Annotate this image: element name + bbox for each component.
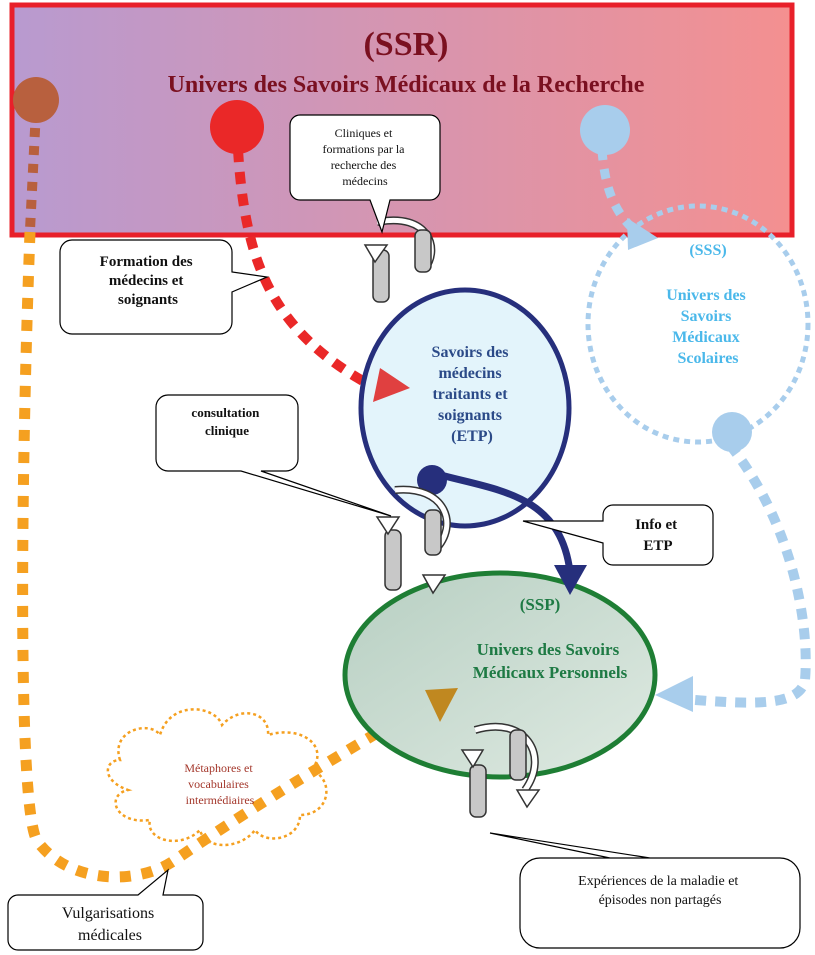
callout-info-etp-line-1: Info et <box>635 517 677 533</box>
svg-text:Info et ETP: Info et ETP <box>635 517 681 554</box>
callout-cliniques: Cliniques et formations par la recherche… <box>289 114 441 235</box>
callout-consultation-line-2: clinique <box>205 423 249 438</box>
callout-experiences: Expériences de la maladie et épisodes no… <box>489 832 801 949</box>
cloud-line-3: intermédiaires <box>186 793 255 807</box>
callout-consultation: consultation clinique <box>155 394 392 517</box>
ssp-ellipse <box>342 570 658 780</box>
etp-node <box>358 287 572 529</box>
cycle-icon-bottom <box>460 722 541 818</box>
cloud-line-1: Métaphores et <box>184 761 253 775</box>
callout-consultation-line-1: consultation <box>191 405 260 420</box>
cycle-icon-top <box>363 216 436 303</box>
sss-line-1: Univers des <box>666 287 746 304</box>
callout-vulgarisations-line-1: Vulgarisations <box>62 905 154 922</box>
cloud-line-2: vocabulaires <box>188 777 249 791</box>
etp-line-1: Savoirs des <box>432 344 509 361</box>
callout-vulgarisations-line-2: médicales <box>78 927 142 944</box>
etp-line-3: traitants et <box>432 386 508 403</box>
sss-dotted-circle <box>585 203 811 445</box>
ssp-line-2: Médicaux Personnels <box>473 663 628 682</box>
brown-dotted-path <box>25 109 41 231</box>
callout-info-etp-line-2: ETP <box>643 538 672 554</box>
callout-cliniques-line-4: médecins <box>342 174 388 188</box>
svg-text:Vulgarisations médicales: Vulgarisations médicales <box>62 905 158 944</box>
etp-line-2: médecins <box>438 365 501 382</box>
ssp-line-1: Univers des Savoirs <box>477 640 620 659</box>
callout-cliniques-line-3: recherche des <box>331 158 397 172</box>
callout-info-etp: Info et ETP <box>522 504 714 566</box>
callout-cliniques-line-1: Cliniques et <box>335 126 393 140</box>
red-arrowhead <box>373 368 410 402</box>
svg-text:Métaphores et vocabulair: Métaphores et vocabulaires intermédiaire… <box>184 761 255 807</box>
callout-formation-line-1: Formation des <box>100 254 193 270</box>
dotted-paths <box>17 109 811 883</box>
gold-arrowhead <box>425 688 458 722</box>
lightblue-dot-top <box>580 105 630 155</box>
lightblue-arrowhead-sss <box>627 218 658 250</box>
svg-text:Formation des médecins e: Formation des médecins et soignants <box>100 254 197 308</box>
callout-formation: Formation des médecins et soignants <box>59 239 270 335</box>
callout-cliniques-line-2: formations par la <box>323 142 406 156</box>
navy-connector <box>428 468 574 573</box>
ssp-node <box>342 570 658 780</box>
brown-dot <box>13 77 59 123</box>
svg-text:Expériences de la maladie et: Expériences de la maladie et épisodes no… <box>578 874 742 908</box>
svg-text:Cliniques et formations: Cliniques et formations par la recherche… <box>323 126 408 188</box>
lightblue-arrowhead-ssp <box>655 676 693 712</box>
lightblue-dot-bottom <box>712 412 752 452</box>
ssr-acronym: (SSR) <box>363 26 448 63</box>
ssp-label: Univers des Savoirs Médicaux Personnels <box>473 640 628 682</box>
callout-formation-line-2: médecins et <box>109 273 184 289</box>
cloud-metaphores: Métaphores et vocabulaires intermédiaire… <box>106 708 328 847</box>
red-dot <box>210 100 264 154</box>
red-dotted-path <box>233 149 373 390</box>
etp-line-5: (ETP) <box>451 428 493 445</box>
etp-line-4: soignants <box>438 407 502 424</box>
sss-acronym: (SSS) <box>689 242 726 259</box>
callout-formation-line-3: soignants <box>118 292 178 308</box>
sss-line-4: Scolaires <box>677 350 738 367</box>
cycle-icon-middle <box>375 485 451 595</box>
callout-experiences-line-2: épisodes non partagés <box>599 893 722 908</box>
sss-label: (SSS) Univers des Savoirs Médicaux Scola… <box>666 242 750 367</box>
cloud-outline <box>106 708 328 847</box>
callout-vulgarisations: Vulgarisations médicales <box>7 868 204 951</box>
callout-experiences-line-1: Expériences de la maladie et <box>578 874 738 889</box>
sss-line-3: Médicaux <box>672 329 740 346</box>
navy-arrowhead <box>554 565 587 595</box>
navy-anchor-dot <box>417 465 447 495</box>
sss-line-2: Savoirs <box>681 308 732 325</box>
svg-text:consultation clinique: consultation clinique <box>191 405 262 438</box>
ssp-acronym: (SSP) <box>520 595 561 614</box>
etp-label: Savoirs des médecins traitants et soigna… <box>432 344 513 445</box>
lightblue-dotted-path-bottom <box>694 441 811 708</box>
etp-circle <box>358 287 572 529</box>
ssr-title: Univers des Savoirs Médicaux de la Reche… <box>168 72 645 98</box>
svg-text:Univers des Savoirs: Univers des Savoirs Médicaux Scolaires <box>666 287 750 367</box>
orange-dotted-path <box>17 231 428 883</box>
